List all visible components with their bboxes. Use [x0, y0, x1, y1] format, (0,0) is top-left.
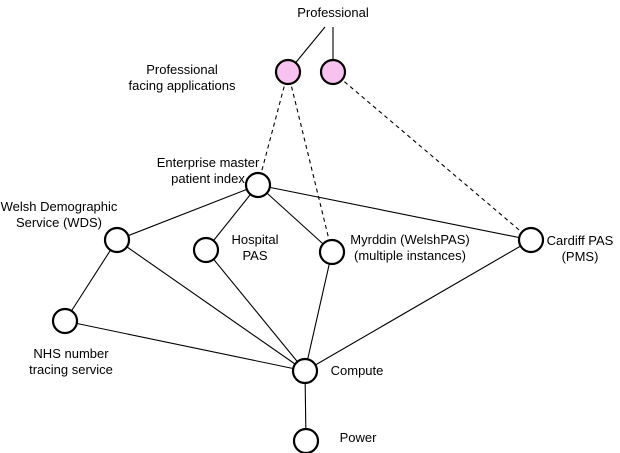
label-nhs-number-tracing-service-line-2: tracing service: [29, 361, 113, 377]
edge-wds-compute: [116, 239, 306, 372]
label-welsh-demographic-service-line-2: Service (WDS): [16, 214, 102, 230]
label-compute-line-1: Compute: [330, 363, 384, 378]
edge-empi-hospital_pas: [205, 184, 259, 251]
node-nhs-number-tracing-service: [51, 307, 79, 335]
node-professional-facing-application-2: [319, 58, 347, 86]
node-enterprise-master-patient-index: [244, 171, 272, 199]
label-power: Power: [340, 430, 377, 446]
label-professional-facing-applications-line-2: facing applications: [128, 77, 236, 93]
edge-myrddin-compute: [304, 251, 333, 372]
label-hospital-pas-line-2: PAS: [242, 247, 268, 263]
edge-app1-myrddin-dashed: [287, 71, 333, 253]
label-professional: Professional: [297, 5, 369, 21]
edge-nhs_tracing-compute: [64, 320, 306, 372]
label-enterprise-master-patient-index-line-1: Enterprise master: [156, 155, 260, 170]
node-hospital-pas: [192, 236, 220, 264]
edge-wds-nhs_tracing: [64, 239, 118, 322]
node-cardiff-pas-pms: [517, 226, 545, 254]
label-nhs-number-tracing-service-line-1: NHS number: [33, 346, 109, 361]
edge-empi-wds: [116, 184, 259, 241]
label-cardiff-pas-pms: Cardiff PAS(PMS): [547, 233, 614, 264]
label-professional-line-1: Professional: [297, 5, 369, 20]
label-cardiff-pas-pms-line-1: Cardiff PAS: [546, 233, 614, 248]
edge-cardiff_pas-compute: [304, 239, 532, 372]
label-cardiff-pas-pms-line-2: (PMS): [561, 248, 599, 264]
edge-app2-cardiff_pas-dashed: [332, 71, 532, 241]
node-welsh-demographic-service: [103, 226, 131, 254]
label-myrddin-welshpas-line-1: Myrddin (WelshPAS): [350, 232, 470, 247]
label-power-line-1: Power: [339, 430, 377, 445]
edge-empi-myrddin: [257, 184, 333, 253]
label-welsh-demographic-service-line-1: Welsh Demographic: [0, 199, 118, 214]
edge-app1-empi-dashed: [257, 71, 289, 186]
label-compute: Compute: [331, 363, 384, 379]
node-professional-facing-application-1: [274, 58, 302, 86]
label-professional-facing-applications-line-1: Professional: [146, 62, 218, 77]
node-myrddin-welshpas: [318, 238, 346, 266]
node-compute: [291, 357, 319, 385]
edge-hospital_pas-compute: [205, 249, 306, 372]
label-myrddin-welshpas-line-2: (multiple instances): [354, 247, 466, 263]
label-hospital-pas-line-1: Hospital: [231, 232, 279, 247]
label-myrddin-welshpas: Myrddin (WelshPAS)(multiple instances): [350, 232, 469, 263]
node-power: [292, 427, 320, 453]
edge-empi-cardiff_pas: [257, 184, 532, 241]
label-enterprise-master-patient-index-line-2: patient index: [171, 170, 245, 186]
